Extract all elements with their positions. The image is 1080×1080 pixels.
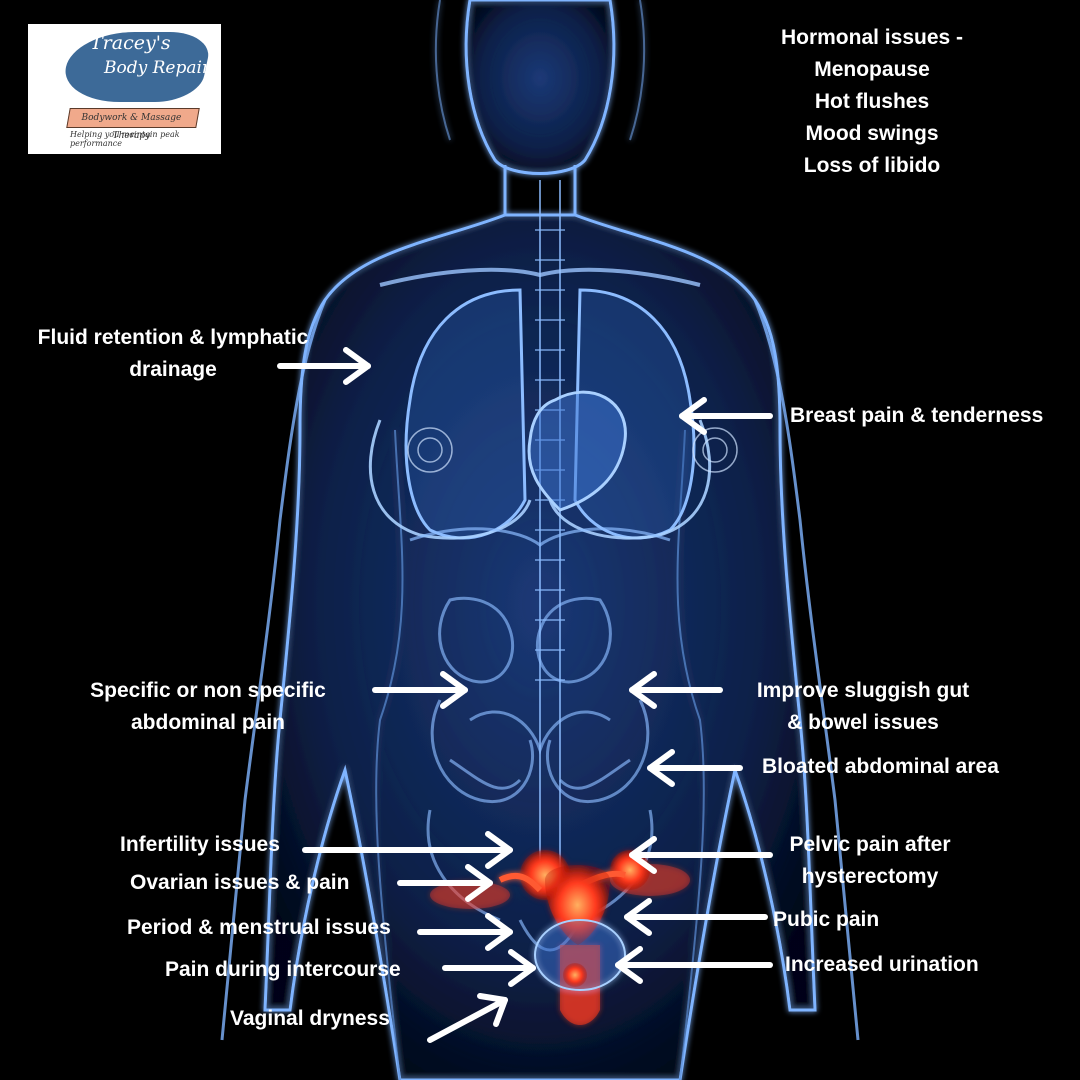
arrow-intercourse xyxy=(442,949,536,987)
label-period: Period & menstrual issues xyxy=(127,916,391,939)
arrow-vaginal xyxy=(427,993,508,1043)
label-urination: Increased urination xyxy=(785,953,979,976)
hormonal-item: Loss of libido xyxy=(803,154,941,177)
arrows xyxy=(277,347,773,1043)
heart xyxy=(527,390,627,512)
arrow-infertility xyxy=(302,831,513,869)
label-fluid-line2: drainage xyxy=(129,358,217,381)
label-gut-line2: & bowel issues xyxy=(787,711,939,734)
label-fluid-retention: Fluid retention & lymphatic drainage xyxy=(12,322,334,386)
arrow-pelvic xyxy=(629,836,773,874)
label-infertility: Infertility issues xyxy=(120,833,280,856)
arrow-pubic xyxy=(624,898,768,936)
arrow-period xyxy=(417,913,513,951)
label-pelvic-line1: Pelvic pain after xyxy=(789,833,951,856)
logo-line1: Tracey's xyxy=(90,32,171,54)
arrow-bloated xyxy=(647,749,743,787)
logo: Tracey's Body Repairs Bodywork & Massage… xyxy=(28,24,221,154)
label-pubic-pain: Pubic pain xyxy=(773,908,880,931)
label-abdominal-pain: Specific or non specific abdominal pain xyxy=(70,675,346,739)
hormonal-list: Hormonal issues - Menopause Hot flushes … xyxy=(752,22,992,182)
intestines xyxy=(430,596,650,804)
hormonal-item: Mood swings xyxy=(805,122,939,145)
label-gut-line1: Improve sluggish gut xyxy=(756,679,970,702)
label-ovarian: Ovarian issues & pain xyxy=(130,871,350,894)
logo-tagline: Helping you maintain peak performance xyxy=(70,130,180,148)
hormonal-item: Menopause xyxy=(814,58,930,81)
hormonal-heading: Hormonal issues - xyxy=(780,26,964,49)
arrow-ovarian xyxy=(397,864,493,902)
label-intercourse: Pain during intercourse xyxy=(165,958,401,981)
label-pelvic-line2: hysterectomy xyxy=(801,865,939,888)
arrow-abdominal xyxy=(372,671,468,709)
label-pelvic-pain: Pelvic pain after hysterectomy xyxy=(770,829,970,893)
reproductive-organs xyxy=(430,850,690,1025)
label-vaginal-dryness: Vaginal dryness xyxy=(230,1007,390,1030)
arms xyxy=(220,299,860,1041)
arrow-gut xyxy=(629,671,723,709)
label-bloated: Bloated abdominal area xyxy=(762,755,999,778)
label-sluggish-gut: Improve sluggish gut & bowel issues xyxy=(735,675,991,739)
bladder-shape xyxy=(534,919,626,991)
label-abdominal-line2: abdominal pain xyxy=(130,711,285,734)
breasts xyxy=(368,419,712,540)
label-breast-pain: Breast pain & tenderness xyxy=(790,404,1044,427)
logo-line2: Body Repairs xyxy=(104,58,219,78)
mammary-glands xyxy=(407,427,738,473)
logo-banner: Bodywork & Massage Therapy xyxy=(66,108,200,141)
arrow-breast xyxy=(679,397,773,435)
collarbones xyxy=(379,267,701,287)
label-abdominal-line1: Specific or non specific xyxy=(90,679,326,702)
diaphragm xyxy=(409,527,671,547)
hormonal-item: Hot flushes xyxy=(814,90,930,113)
arrow-urination xyxy=(615,946,773,984)
arrow-fluid xyxy=(277,347,371,385)
label-fluid-line1: Fluid retention & lymphatic xyxy=(37,326,309,349)
